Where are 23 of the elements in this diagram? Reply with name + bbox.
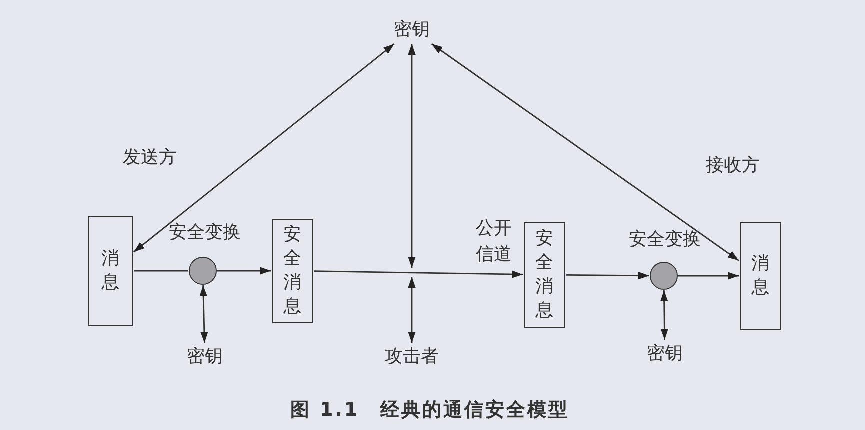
transform-circle [189, 257, 217, 285]
transform-caption: 安全变换 [169, 222, 241, 244]
arrow [134, 43, 395, 253]
node-label: 密钥 [187, 346, 223, 368]
message-box: 安全消息 [524, 222, 565, 328]
arrow [408, 44, 416, 268]
arrow [314, 270, 524, 278]
arrow [566, 272, 650, 280]
arrow [408, 277, 416, 343]
arrow [431, 43, 740, 262]
message-box: 消息 [740, 222, 781, 330]
figure-caption: 图 1.1 经典的通信安全模型 [290, 399, 570, 421]
arrow [218, 267, 271, 275]
node-label: 攻击者 [385, 346, 439, 368]
message-box: 安全消息 [272, 219, 313, 323]
node-label: 密钥 [394, 19, 430, 41]
arrow [678, 272, 739, 280]
arrow [660, 290, 669, 340]
arrow [200, 285, 208, 344]
message-box: 消息 [88, 216, 133, 326]
transform-circle [650, 262, 678, 290]
transform-caption: 安全变换 [629, 229, 701, 251]
node-label: 密钥 [647, 343, 683, 365]
